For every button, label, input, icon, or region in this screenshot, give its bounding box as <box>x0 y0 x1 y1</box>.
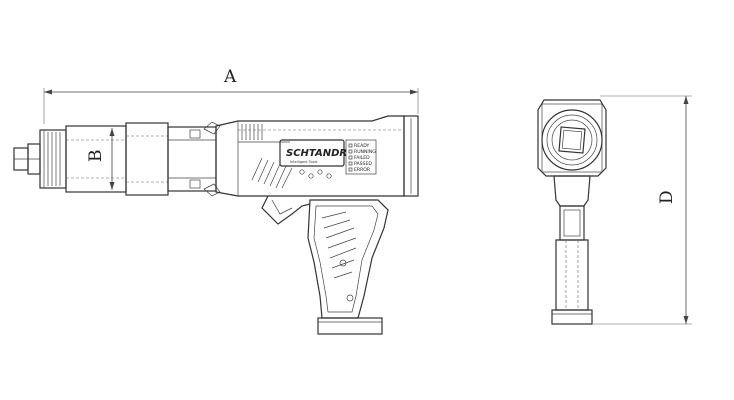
status-label-passed: PASSED <box>354 161 372 167</box>
collar-ring <box>125 122 169 196</box>
dimension-label-b: B <box>86 150 106 163</box>
dimension-a <box>43 88 419 124</box>
status-label-failed: FAILED <box>354 155 370 161</box>
status-label-error: ERROR <box>354 167 371 173</box>
gearbox-section <box>167 121 221 197</box>
nose-housing <box>39 125 127 193</box>
status-label-running: RUNNING <box>354 149 376 155</box>
dimension-d <box>592 95 692 325</box>
square-drive <box>13 143 41 175</box>
brand-label: SCHTANDR <box>286 148 347 159</box>
dimension-label-a: A <box>223 67 237 87</box>
side-view: SCHTANDR Intelligent Tools READY RUNNING… <box>13 67 419 335</box>
status-label-ready: READY <box>354 143 370 149</box>
dimension-label-d: D <box>657 190 677 204</box>
pistol-grip <box>261 195 389 335</box>
dimension-b <box>109 128 115 190</box>
brand-subtitle: Intelligent Tools <box>290 160 318 164</box>
front-view: D <box>537 95 692 325</box>
motor-body <box>215 115 419 197</box>
